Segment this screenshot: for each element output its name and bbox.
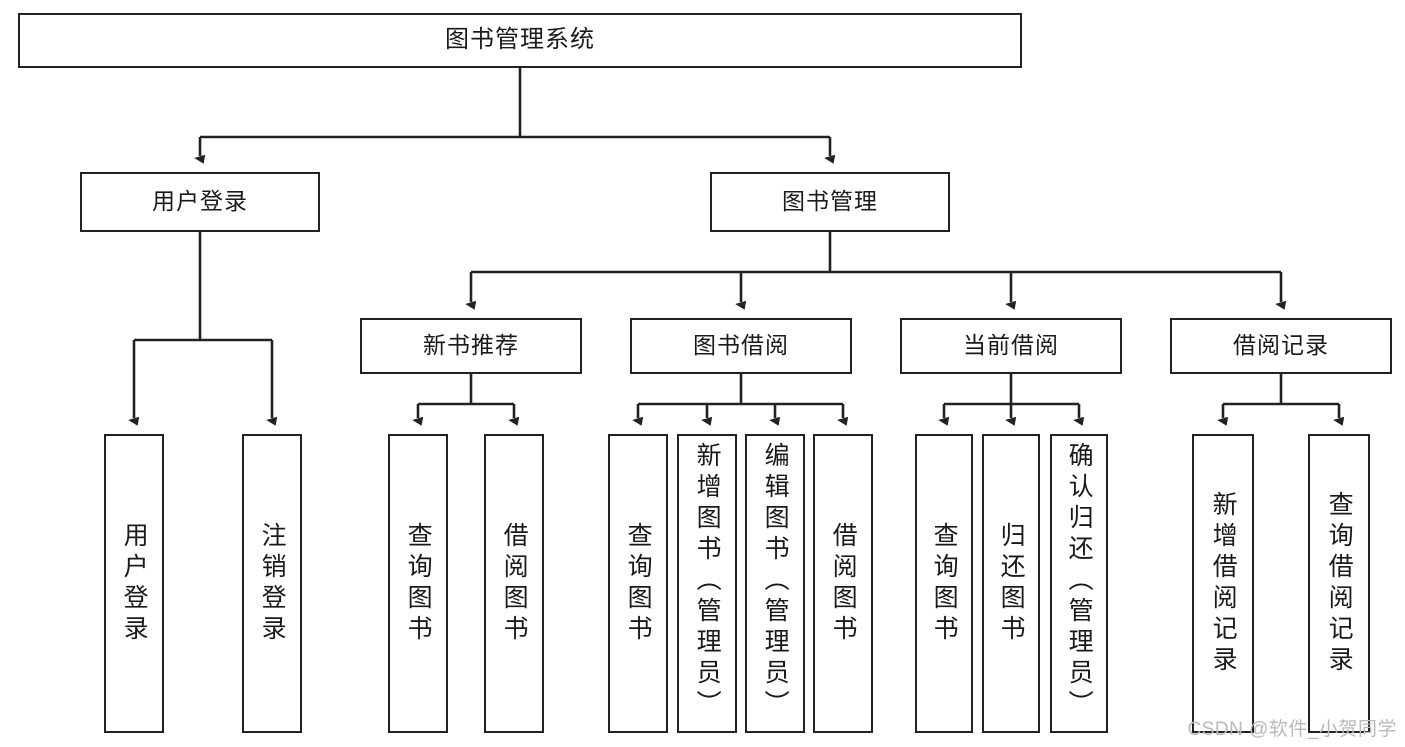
node-borrow-record[interactable]: 借阅记录	[1170, 318, 1392, 374]
node-leaf-confirm-return[interactable]: 确认归还（管理员）	[1050, 434, 1108, 733]
node-leaf-confirm-return-label: 确认归还（管理员）	[1065, 442, 1094, 721]
node-new-book-recommend[interactable]: 新书推荐	[360, 318, 582, 374]
node-leaf-query-record-label: 查询借阅记录	[1325, 490, 1354, 677]
node-leaf-add-book-admin[interactable]: 新增图书（管理员）	[677, 434, 737, 733]
node-leaf-return-book-label: 归还图书	[997, 521, 1026, 646]
node-leaf-query-book-3-label: 查询图书	[930, 521, 959, 646]
node-book-borrow-label: 图书借阅	[693, 332, 789, 359]
node-leaf-user-login[interactable]: 用户登录	[104, 434, 164, 733]
node-user-login[interactable]: 用户登录	[80, 172, 320, 232]
node-leaf-user-login-label: 用户登录	[120, 521, 149, 646]
node-leaf-query-book-3[interactable]: 查询图书	[915, 434, 973, 733]
node-current-borrow-label: 当前借阅	[963, 332, 1059, 359]
node-book-manage-label: 图书管理	[782, 188, 878, 215]
node-book-manage[interactable]: 图书管理	[710, 172, 950, 232]
node-leaf-edit-book-admin-label: 编辑图书（管理员）	[761, 442, 790, 721]
node-leaf-query-book-1[interactable]: 查询图书	[388, 434, 448, 733]
node-leaf-add-book-admin-label: 新增图书（管理员）	[693, 442, 722, 721]
node-book-borrow[interactable]: 图书借阅	[630, 318, 852, 374]
node-leaf-borrow-book-2[interactable]: 借阅图书	[813, 434, 873, 733]
node-leaf-query-book-2-label: 查询图书	[624, 521, 653, 646]
node-leaf-return-book[interactable]: 归还图书	[982, 434, 1040, 733]
node-leaf-add-record-label: 新增借阅记录	[1209, 490, 1238, 677]
node-leaf-borrow-book-2-label: 借阅图书	[829, 521, 858, 646]
node-leaf-borrow-book-1-label: 借阅图书	[500, 521, 529, 646]
node-leaf-logout-login[interactable]: 注销登录	[242, 434, 302, 733]
node-leaf-edit-book-admin[interactable]: 编辑图书（管理员）	[745, 434, 805, 733]
node-leaf-query-book-2[interactable]: 查询图书	[608, 434, 668, 733]
watermark: CSDN @软件_小贺同学	[1187, 719, 1397, 740]
node-leaf-query-book-1-label: 查询图书	[404, 521, 433, 646]
node-borrow-record-label: 借阅记录	[1233, 332, 1329, 359]
node-leaf-borrow-book-1[interactable]: 借阅图书	[484, 434, 544, 733]
node-leaf-add-record[interactable]: 新增借阅记录	[1192, 434, 1254, 733]
node-current-borrow[interactable]: 当前借阅	[900, 318, 1122, 374]
node-root[interactable]: 图书管理系统	[18, 13, 1022, 68]
node-leaf-query-record[interactable]: 查询借阅记录	[1308, 434, 1370, 733]
node-leaf-logout-login-label: 注销登录	[258, 521, 287, 646]
node-root-label: 图书管理系统	[445, 26, 595, 54]
node-new-book-recommend-label: 新书推荐	[423, 332, 519, 359]
node-user-login-label: 用户登录	[152, 188, 248, 215]
